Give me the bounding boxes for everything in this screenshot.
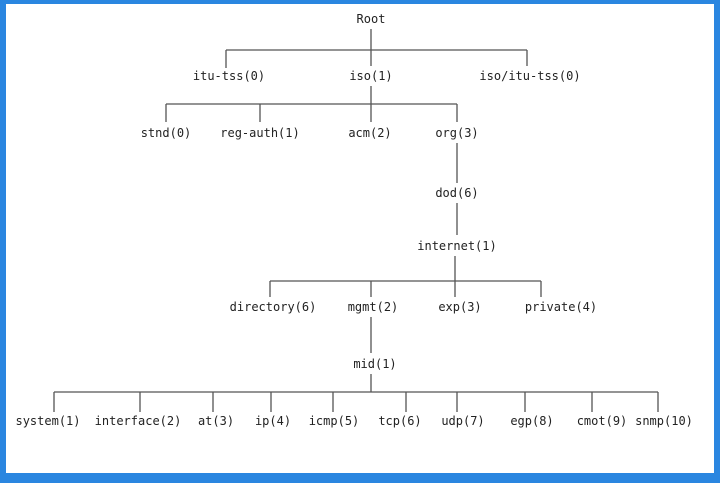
node-org: org(3) — [435, 126, 478, 140]
node-reg-auth: reg-auth(1) — [220, 126, 299, 140]
node-iso-itu-tss: iso/itu-tss(0) — [479, 69, 580, 83]
node-tcp: tcp(6) — [378, 414, 421, 428]
node-dod: dod(6) — [435, 186, 478, 200]
node-ip: ip(4) — [255, 414, 291, 428]
node-root: Root — [357, 12, 386, 26]
node-interface: interface(2) — [95, 414, 182, 428]
node-udp: udp(7) — [441, 414, 484, 428]
node-acm: acm(2) — [348, 126, 391, 140]
node-egp: egp(8) — [510, 414, 553, 428]
node-mgmt: mgmt(2) — [348, 300, 399, 314]
oid-tree-diagram: Root itu-tss(0) iso(1) iso/itu-tss(0) stnd(0… — [15, 12, 693, 428]
node-internet: internet(1) — [417, 239, 496, 253]
node-private: private(4) — [525, 300, 597, 314]
node-iso: iso(1) — [349, 69, 392, 83]
node-at: at(3) — [198, 414, 234, 428]
node-icmp: icmp(5) — [309, 414, 360, 428]
node-system: system(1) — [15, 414, 80, 428]
diagram-canvas: Root itu-tss(0) iso(1) iso/itu-tss(0) stnd(0… — [6, 4, 714, 473]
node-stnd: stnd(0) — [141, 126, 192, 140]
node-exp: exp(3) — [438, 300, 481, 314]
node-mib: mid(1) — [353, 357, 396, 371]
node-snmp: snmp(10) — [635, 414, 693, 428]
node-cmot: cmot(9) — [577, 414, 628, 428]
node-itu-tss: itu-tss(0) — [193, 69, 265, 83]
node-directory: directory(6) — [230, 300, 317, 314]
